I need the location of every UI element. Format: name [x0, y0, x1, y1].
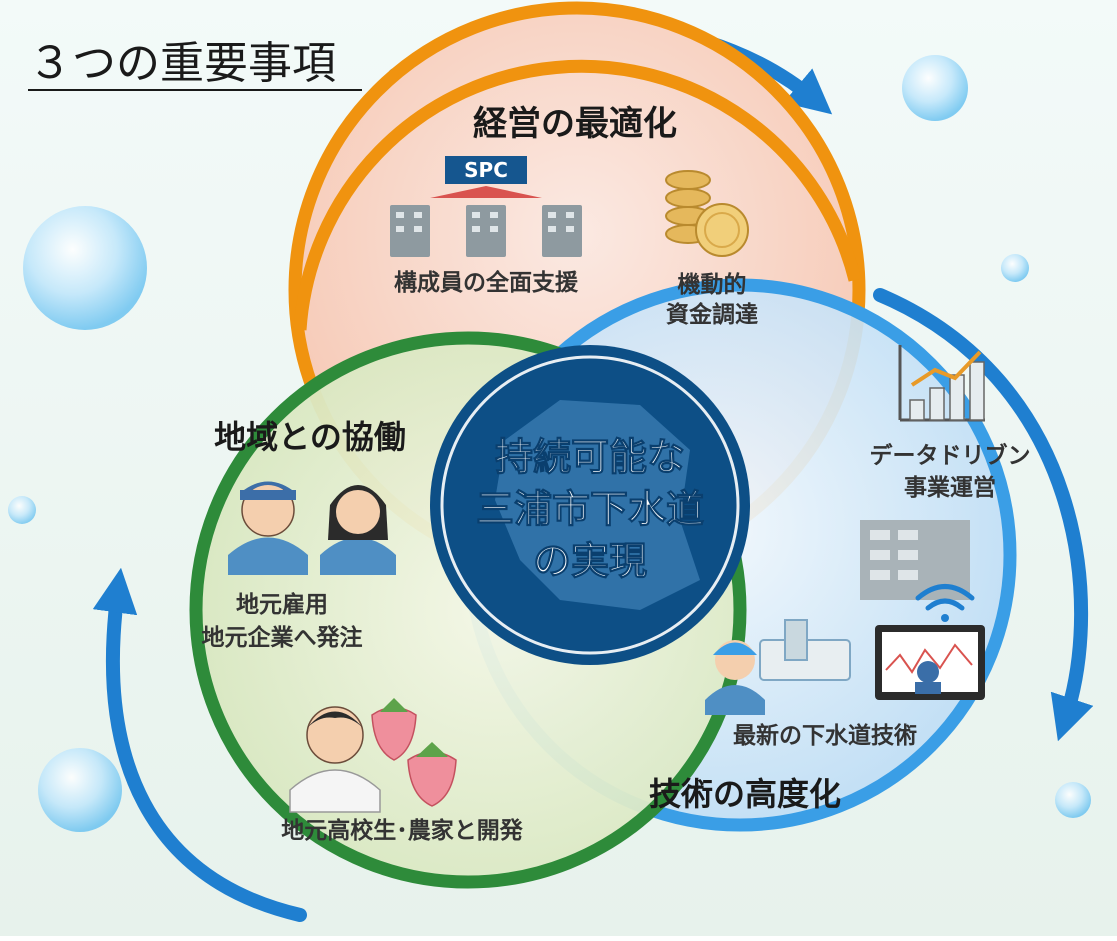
- technology-pillar: データドリブン 事業運営: [649, 345, 1031, 813]
- bubble: [38, 748, 122, 832]
- bubble: [902, 55, 968, 121]
- center-disk: 持続可能な 三浦市下水道 の実現: [430, 345, 750, 665]
- wifi-icon: [915, 584, 975, 622]
- student-icon: [289, 706, 381, 813]
- management-pillar: 経営の最適化 SPC 構成員の全面支援 機動的: [390, 104, 758, 328]
- worker-icon: [228, 481, 308, 575]
- technology-heading: 技術の高度化: [649, 775, 841, 813]
- datadriven-line-1: データドリブン: [870, 442, 1031, 469]
- community-heading: 地域との協働: [214, 418, 406, 456]
- community-pillar: 地域との協働 地元雇用 地元企業へ発注 地元高校生･農家と開発: [202, 418, 524, 844]
- bubble: [23, 206, 147, 330]
- arrow-right: [873, 288, 1094, 742]
- latest-tech-label: 最新の下水道技術: [733, 722, 917, 749]
- building-icon: [390, 205, 582, 257]
- monitor-icon: [875, 625, 985, 700]
- center-line-2: 三浦市下水道: [476, 487, 704, 531]
- bubble: [8, 496, 36, 524]
- development-label: 地元高校生･農家と開発: [281, 817, 524, 844]
- bar-chart-icon: [898, 345, 985, 422]
- bubble: [1001, 254, 1029, 282]
- employment-line-1: 地元雇用: [236, 591, 328, 618]
- coins-icon: [665, 170, 749, 257]
- funding-line-1: 機動的: [678, 271, 747, 298]
- funding-line-2: 資金調達: [666, 301, 758, 328]
- center-ring: [440, 355, 740, 655]
- spc-badge: [445, 156, 527, 184]
- miura-map-silhouette: [495, 400, 700, 610]
- employment-line-2: 地元企業へ発注: [202, 624, 363, 651]
- woman-icon: [320, 485, 396, 575]
- members-support-label: 構成員の全面支援: [394, 269, 579, 296]
- arrow-left: [92, 567, 307, 922]
- engineer-icon: [705, 619, 851, 715]
- center-line-3: の実現: [533, 539, 647, 583]
- strawberry-icon: [371, 698, 457, 807]
- page-title-group: ３つの重要事項: [28, 38, 362, 91]
- decorative-bubbles: [8, 55, 1091, 832]
- center-line-1: 持続可能な: [495, 435, 685, 479]
- management-ring-arc: [293, 59, 862, 331]
- bubble: [1055, 782, 1091, 818]
- management-heading: 経営の最適化: [473, 104, 677, 144]
- datadriven-line-2: 事業運営: [904, 474, 996, 501]
- spc-arrow-icon: [430, 186, 542, 198]
- spc-badge-label: SPC: [464, 158, 508, 182]
- page-title: ３つの重要事項: [28, 38, 336, 89]
